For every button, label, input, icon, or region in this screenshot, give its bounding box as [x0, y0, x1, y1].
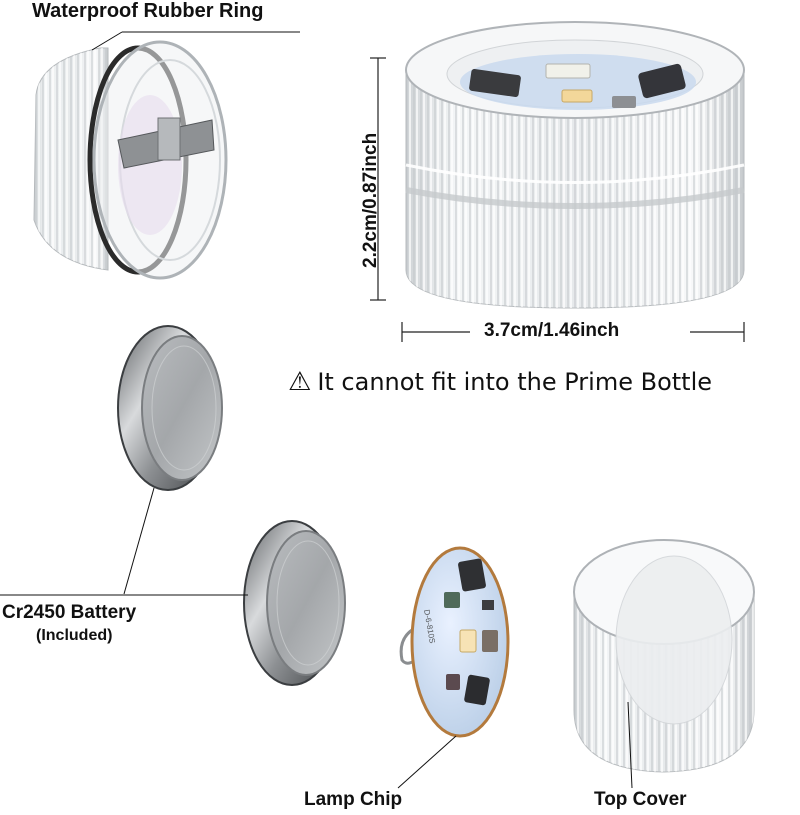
rubber-ring-label: Waterproof Rubber Ring	[32, 0, 264, 22]
battery-upper	[117, 325, 223, 491]
battery-label: Cr2450 Battery	[2, 602, 137, 623]
top-cover-part	[573, 539, 755, 789]
battery-note-label: (Included)	[36, 627, 113, 644]
battery-leader-lines	[0, 487, 248, 596]
warning-triangle-icon: ⚠	[288, 367, 312, 397]
assembled-light	[405, 21, 745, 309]
lamp-chip-part: D-6-810S	[397, 546, 510, 789]
rubber-ring-part	[33, 31, 300, 280]
dimension-lines	[370, 57, 745, 342]
battery-lower	[243, 520, 346, 686]
height-dimension-label: 2.2cm/0.87inch	[360, 132, 381, 268]
warning-text: It cannot fit into the Prime Bottle	[317, 368, 713, 396]
top-cover-label: Top Cover	[594, 789, 687, 810]
width-dimension-label: 3.7cm/1.46inch	[484, 320, 620, 341]
warning-message: ⚠ It cannot fit into the Prime Bottle	[288, 368, 712, 396]
lamp-chip-label: Lamp Chip	[304, 789, 403, 810]
